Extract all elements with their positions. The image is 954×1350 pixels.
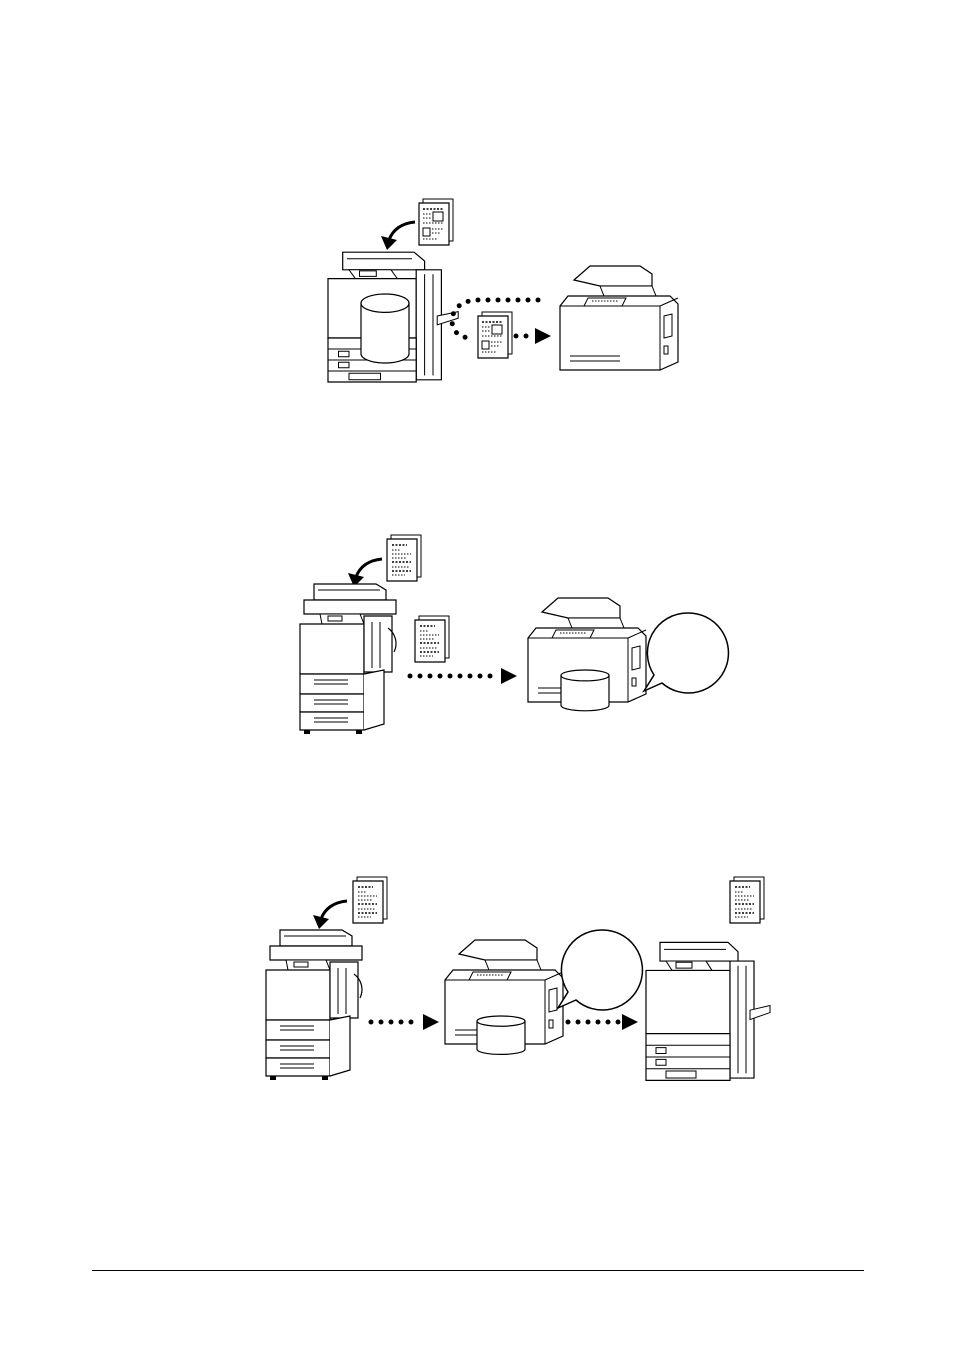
feed-arrow-icon <box>313 901 347 929</box>
hard-disk-icon <box>477 1016 525 1054</box>
figure-3 <box>266 877 770 1080</box>
dotted-arrow-icon <box>371 1014 439 1030</box>
document-icon <box>415 616 449 662</box>
dotted-arrow-icon <box>410 668 517 684</box>
speech-bubble-icon <box>644 613 728 693</box>
dotted-arrow-icon <box>568 1014 638 1030</box>
feed-arrow-icon <box>381 222 415 250</box>
footer-rule <box>92 1270 864 1271</box>
document-icon <box>730 877 764 923</box>
hard-disk-icon <box>361 294 409 363</box>
mfp-large-icon <box>646 942 770 1080</box>
hard-disk-icon <box>561 670 609 711</box>
document-icon <box>353 877 387 923</box>
mfp-compact-icon <box>560 266 678 370</box>
document-icon <box>419 199 453 245</box>
figure-2 <box>300 535 728 734</box>
figure-1 <box>328 199 678 382</box>
document-icon <box>387 535 421 581</box>
document-icon <box>478 312 512 358</box>
feed-arrow-icon <box>348 559 382 587</box>
mfp-medium-icon <box>300 584 396 734</box>
mfp-medium-icon <box>266 930 362 1080</box>
speech-bubble-icon <box>558 930 642 1010</box>
